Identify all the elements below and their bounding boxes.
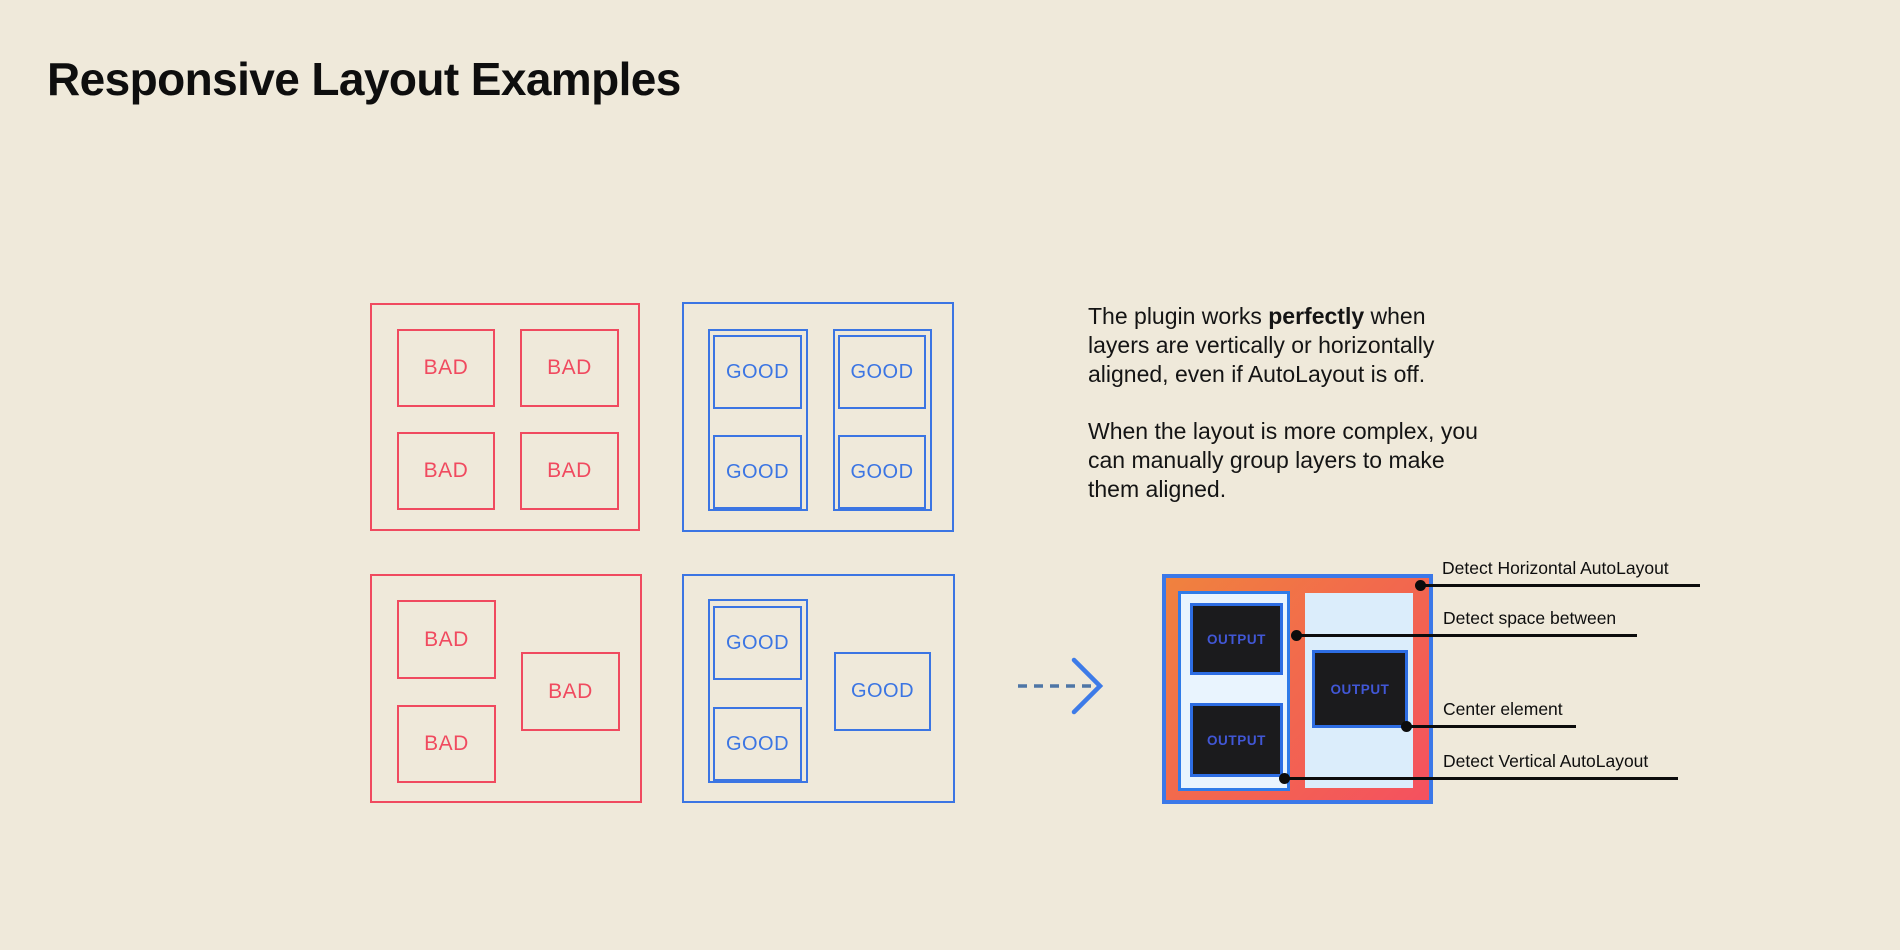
good-grid-group: GOOD GOOD GOOD GOOD <box>682 302 954 532</box>
good-box: GOOD <box>713 606 802 680</box>
bad-box: BAD <box>397 705 496 783</box>
annotation-label-horizontal-autolayout: Detect Horizontal AutoLayout <box>1442 558 1669 578</box>
good-label: GOOD <box>850 360 914 383</box>
annotation-label-center-element: Center element <box>1443 699 1563 719</box>
good-column-wrapper: GOOD GOOD <box>833 329 932 511</box>
bad-label: BAD <box>424 732 469 755</box>
good-label: GOOD <box>850 460 914 483</box>
bad-box: BAD <box>520 329 619 407</box>
bad-label: BAD <box>423 356 469 379</box>
intro-paragraph-2: When the layout is more complex, you can… <box>1088 418 1478 502</box>
good-label: GOOD <box>725 732 790 755</box>
bad-grid-group: BAD BAD BAD BAD <box>370 303 640 531</box>
good-box: GOOD <box>713 435 802 509</box>
annotation-line <box>1296 634 1637 637</box>
annotation-line <box>1406 725 1576 728</box>
bad-free-group: BAD BAD BAD <box>370 574 642 803</box>
bad-box: BAD <box>397 329 495 407</box>
output-label: OUTPUT <box>1206 732 1267 748</box>
annotation-dot <box>1401 721 1412 732</box>
output-box: OUTPUT <box>1312 650 1408 728</box>
good-label: GOOD <box>850 680 915 702</box>
page-title: Responsive Layout Examples <box>47 53 681 105</box>
output-frame: OUTPUT OUTPUT OUTPUT <box>1162 574 1433 804</box>
output-label: OUTPUT <box>1330 681 1390 697</box>
bad-box: BAD <box>520 432 619 510</box>
good-free-group: GOOD GOOD GOOD <box>682 574 955 803</box>
intro-text-run: when layers are vertically or horizontal… <box>1088 303 1435 387</box>
bad-box: BAD <box>521 652 620 731</box>
bad-box: BAD <box>397 600 496 679</box>
intro-text: The plugin works perfectly when layers a… <box>1088 302 1578 504</box>
good-label: GOOD <box>725 360 790 383</box>
annotation-dot <box>1415 580 1426 591</box>
output-box: OUTPUT <box>1190 703 1283 777</box>
good-box: GOOD <box>834 652 931 731</box>
good-box: GOOD <box>838 435 926 509</box>
output-left-panel: OUTPUT OUTPUT <box>1178 591 1290 791</box>
good-column-wrapper: GOOD GOOD <box>708 599 808 783</box>
annotation-label-space-between: Detect space between <box>1443 608 1617 628</box>
annotation-line <box>1284 777 1678 780</box>
intro-text-run: The plugin works <box>1088 303 1269 329</box>
bad-label: BAD <box>424 627 469 651</box>
intro-paragraph-1: The plugin works perfectly when layers a… <box>1088 302 1578 389</box>
bad-label: BAD <box>548 679 593 703</box>
intro-bold-word: perfectly <box>1268 303 1365 329</box>
arrow-right-icon <box>1008 645 1112 727</box>
annotation-dot <box>1291 630 1302 641</box>
good-column-wrapper: GOOD GOOD <box>708 329 808 511</box>
annotation-line <box>1419 584 1700 587</box>
annotation-dot <box>1279 773 1290 784</box>
good-box: GOOD <box>713 707 802 781</box>
good-label: GOOD <box>725 460 790 483</box>
bad-label: BAD <box>547 356 592 379</box>
output-label: OUTPUT <box>1206 631 1267 647</box>
bad-label: BAD <box>423 459 469 482</box>
bad-label: BAD <box>547 459 592 482</box>
output-right-panel: OUTPUT <box>1305 593 1413 788</box>
bad-box: BAD <box>397 432 495 510</box>
output-box: OUTPUT <box>1190 603 1283 675</box>
annotation-label-vertical-autolayout: Detect Vertical AutoLayout <box>1443 751 1649 771</box>
good-label: GOOD <box>725 631 790 654</box>
good-box: GOOD <box>838 335 926 409</box>
good-box: GOOD <box>713 335 802 409</box>
